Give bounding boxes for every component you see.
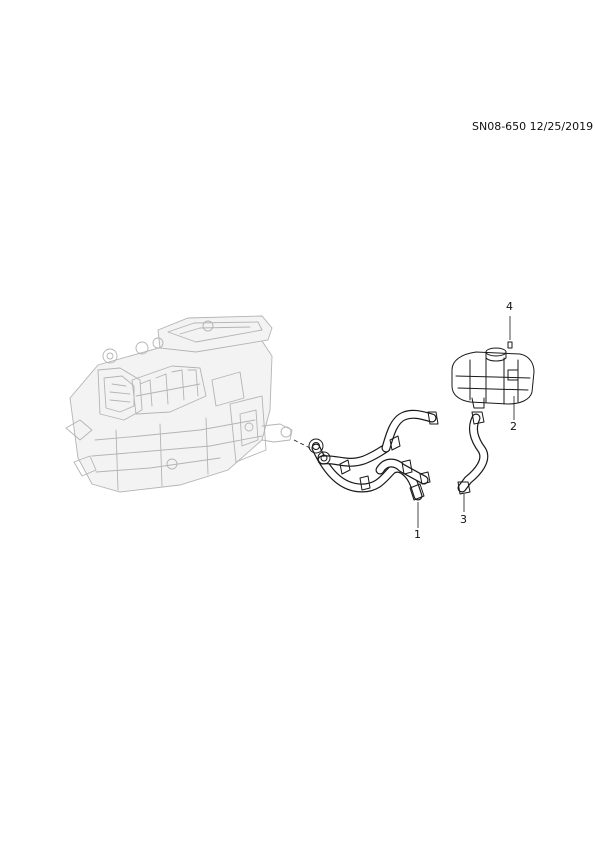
heater-hose-assembly [308, 409, 439, 501]
bolt-fastener [507, 316, 513, 349]
callout-label-1: 1 [414, 528, 421, 541]
document-code: SN08-650 12/25/2019 [472, 120, 594, 133]
alignment-center-line [293, 439, 315, 451]
hvac-module-housing [65, 315, 293, 493]
surge-tank-hose [457, 411, 489, 495]
coolant-surge-tank [451, 347, 535, 409]
callout-label-3: 3 [460, 513, 467, 526]
callout-label-2: 2 [510, 420, 517, 433]
callout-label-4: 4 [506, 300, 513, 313]
